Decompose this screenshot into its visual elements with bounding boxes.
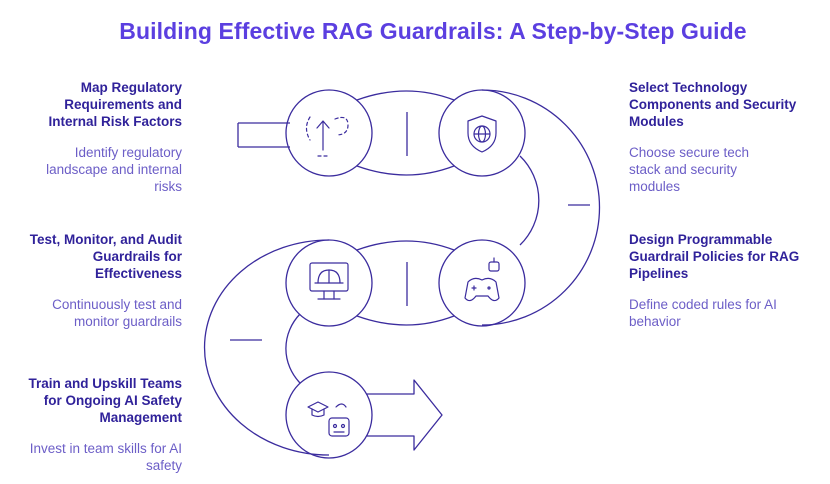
step-5-node (285, 371, 373, 459)
globe-shield-icon (467, 115, 497, 153)
road-bridge-mid-bottom (356, 315, 455, 326)
step-2-title-overlay: Select Technology Components and Securit… (629, 80, 797, 129)
step-5-description-overlay: Invest in team skills for AI safety (29, 441, 182, 473)
road-left-loop-inner (285, 313, 301, 384)
page-title-overlay: Building Effective RAG Guardrails: A Ste… (119, 18, 747, 44)
step-4-title-overlay: Test, Monitor, and Audit Guardrails for … (29, 232, 182, 281)
road-right-loop-outer (481, 89, 601, 326)
road-bridge-top (356, 90, 455, 101)
step-2-description-overlay: Choose secure tech stack and security mo… (629, 145, 750, 194)
step-5-title-overlay: Train and Upskill Teams for Ongoing AI S… (28, 376, 182, 425)
road-arrow (366, 379, 443, 451)
step-3-node (438, 239, 526, 327)
arrow-up-cycle-icon (305, 116, 349, 157)
road-bridge-mid-top (356, 240, 455, 251)
step-1-title-overlay: Map Regulatory Requirements and Internal… (48, 80, 182, 129)
game-controller-robot-icon (464, 257, 500, 302)
step-3-description-overlay: Define coded rules for AI behavior (629, 297, 777, 329)
road-left-loop-outer (203, 239, 330, 456)
step-1-description-overlay: Identify regulatory landscape and intern… (46, 145, 182, 194)
monitor-hardhat-icon (309, 262, 349, 300)
step-3-title-overlay: Design Programmable Guardrail Policies f… (629, 232, 800, 281)
step-1-node (285, 89, 373, 177)
step-4-description-overlay: Continuously test and monitor guardrails (52, 297, 182, 329)
robot-graduation-cap-icon (307, 401, 350, 437)
step-2-node (438, 89, 526, 177)
road-bridge-bottom (356, 165, 455, 176)
road-right-loop-inner (519, 155, 540, 246)
